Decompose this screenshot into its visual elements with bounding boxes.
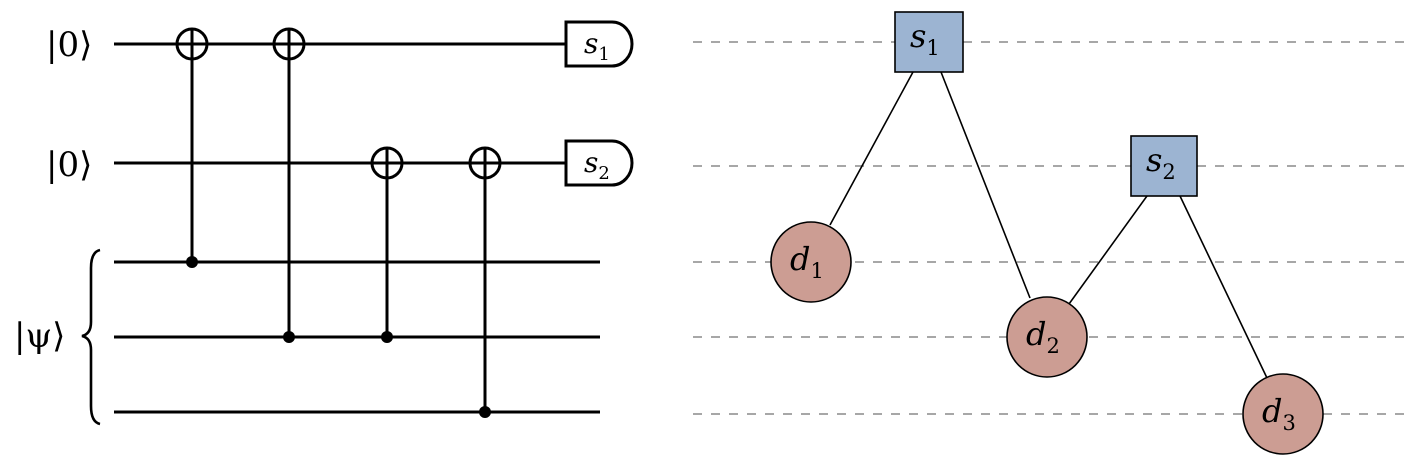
stabilizer-node-s1: s1 (894, 11, 964, 73)
ket-ancilla-1: |0⟩ (46, 25, 92, 65)
cnot-gate (175, 27, 209, 268)
svg-text:d2: d2 (1026, 315, 1060, 358)
svg-text:s1: s1 (584, 27, 610, 65)
ket-ancilla-2: |0⟩ (46, 145, 92, 185)
edge-s1-d2 (940, 71, 1031, 299)
edge-s2-d2 (1068, 195, 1148, 305)
control-dot (381, 331, 393, 343)
measurement-s1: s1 (564, 20, 634, 68)
ket-data-register: |ψ⟩ (14, 316, 65, 356)
cnot-gate (468, 146, 502, 418)
svg-text:s2: s2 (584, 146, 610, 184)
control-dot (186, 256, 198, 268)
stabilizer-graph: s1 s2 d1 d2 d3 (693, 11, 1404, 455)
register-brace (81, 248, 101, 426)
data-node-d3: d3 (1242, 373, 1324, 455)
measurement-s2: s2 (564, 139, 634, 187)
stabilizer-node-s2: s2 (1130, 135, 1198, 197)
cnot-gate (370, 146, 404, 343)
control-dot (283, 331, 295, 343)
svg-text:s2: s2 (1146, 141, 1176, 184)
edge-s1-d1 (829, 71, 914, 226)
control-dot (479, 406, 491, 418)
svg-text:d3: d3 (1262, 392, 1296, 435)
edge-s2-d3 (1179, 195, 1268, 379)
data-node-d2: d2 (1006, 296, 1088, 378)
svg-text:s1: s1 (910, 17, 940, 60)
svg-text:d1: d1 (790, 240, 824, 283)
quantum-circuit: |0⟩ |0⟩ |ψ⟩ (14, 20, 634, 426)
cnot-gate (272, 27, 306, 343)
data-node-d1: d1 (770, 221, 852, 303)
